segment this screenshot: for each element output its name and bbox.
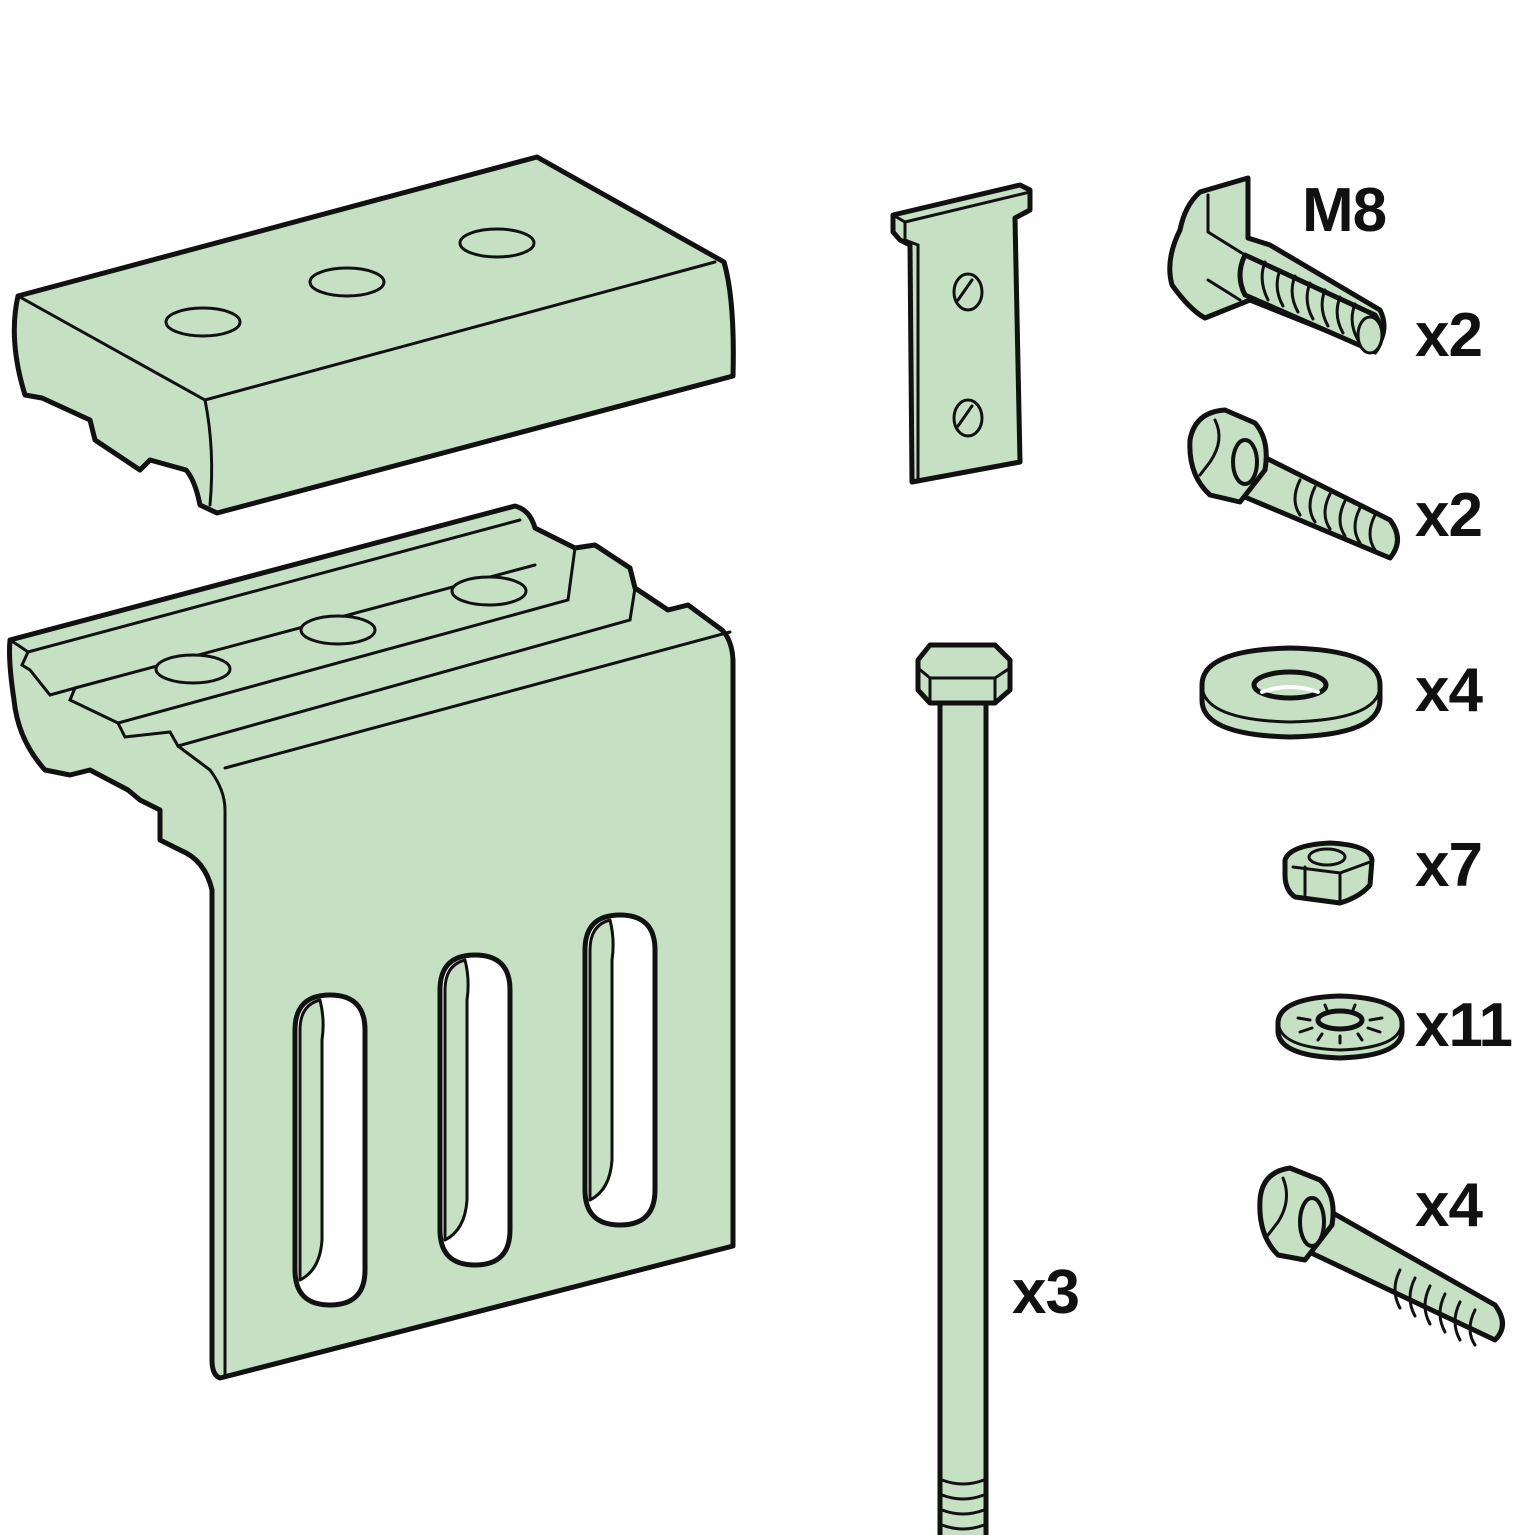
hex-bolt-short xyxy=(1187,407,1400,561)
flat-washer-qty-label: x4 xyxy=(1415,656,1483,725)
angle-bracket xyxy=(7,503,736,1381)
hex-bolt-short-qty-label: x2 xyxy=(1415,481,1483,550)
long-bolt-qty-label: x3 xyxy=(1012,1258,1080,1327)
long-hex-bolt xyxy=(915,642,1013,1535)
top-clamp-plate xyxy=(11,154,736,516)
m8-size-label: M8 xyxy=(1302,176,1387,245)
t-plate xyxy=(890,182,1033,485)
carriage-bolt-qty-label: x2 xyxy=(1415,301,1483,370)
carriage-bolt xyxy=(1167,175,1387,355)
hex-bolt-long xyxy=(1257,1165,1505,1347)
lock-washer xyxy=(1275,993,1405,1061)
hex-nut xyxy=(1282,840,1375,906)
flat-washer xyxy=(1199,645,1383,740)
hex-bolt-long-qty-label: x4 xyxy=(1415,1171,1483,1240)
hex-nut-qty-label: x7 xyxy=(1415,831,1483,900)
lock-washer-qty-label: x11 xyxy=(1415,991,1513,1060)
